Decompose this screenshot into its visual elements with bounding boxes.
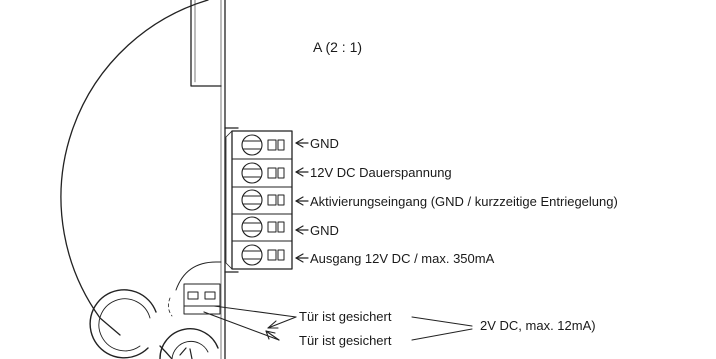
contact-label-1: Tür ist gesichert bbox=[299, 309, 392, 324]
terminal-label-gnd-2: GND bbox=[310, 223, 339, 238]
terminal-label-12v: 12V DC Dauerspannung bbox=[310, 165, 452, 180]
lower-knob bbox=[159, 328, 219, 359]
terminal-label-output: Ausgang 12V DC / max. 350mA bbox=[310, 251, 495, 266]
terminal-screws bbox=[241, 134, 263, 266]
housing-outline bbox=[60, 0, 209, 336]
terminal-block bbox=[224, 127, 293, 273]
lower-ring-left bbox=[89, 289, 157, 359]
contact-leaders bbox=[203, 305, 473, 341]
door-contact-switch bbox=[183, 283, 221, 315]
pin-arrows bbox=[295, 138, 309, 263]
lower-housing-contour bbox=[175, 261, 222, 291]
contact-rating-label: 2V DC, max. 12mA) bbox=[480, 318, 596, 333]
detail-scale-label: A (2 : 1) bbox=[313, 39, 363, 55]
top-tab bbox=[190, 0, 222, 87]
contact-label-2: Tür ist gesichert bbox=[299, 333, 392, 348]
housing-lower-edge bbox=[159, 345, 173, 359]
terminal-label-gnd-1: GND bbox=[310, 136, 339, 151]
terminal-clamps bbox=[267, 139, 285, 261]
terminal-label-activation-input: Aktivierungseingang (GND / kurzzeitige E… bbox=[310, 194, 618, 209]
